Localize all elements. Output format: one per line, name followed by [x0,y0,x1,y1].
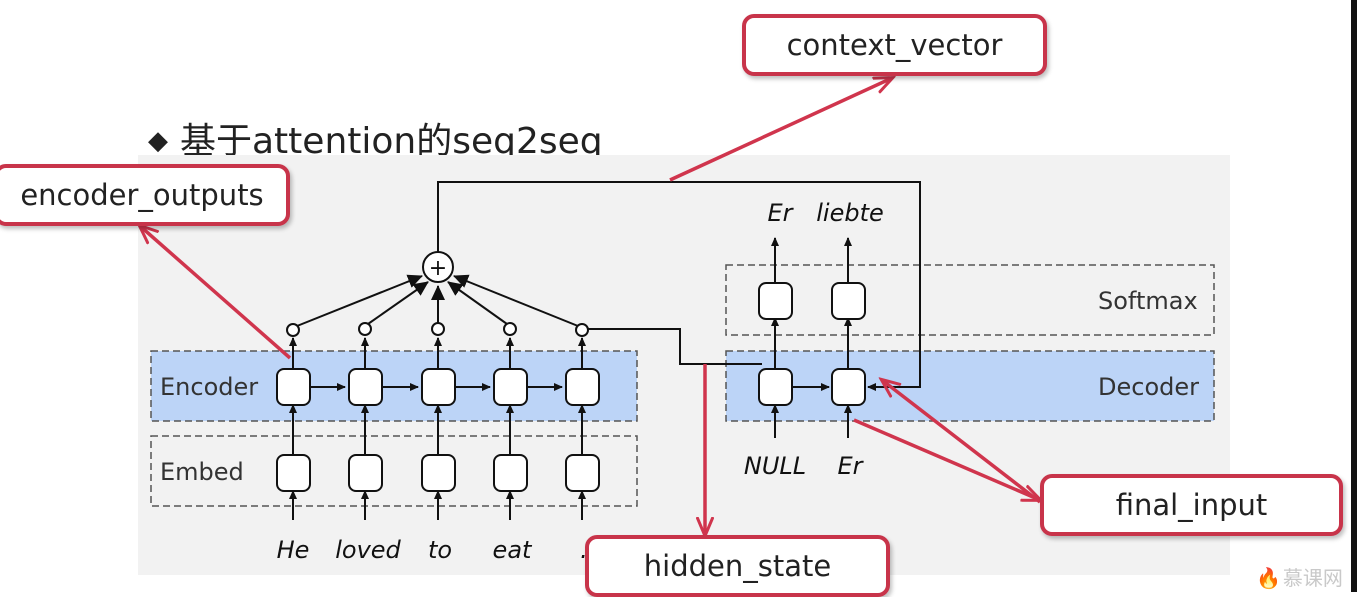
encoder-cell [421,368,456,406]
input-word: He [277,536,310,564]
decoder-label: Decoder [1098,373,1199,401]
attention-weight-node [286,323,300,337]
softmax-label: Softmax [1098,287,1198,315]
context-vector-callout: context_vector [742,14,1047,76]
embed-label: Embed [160,458,244,486]
decoder-input-word: Er [837,452,864,480]
final-input-arrow-1 [882,380,1042,504]
encoder-label: Encoder [160,373,258,401]
final-input-arrow-2 [853,418,1040,500]
attention-weight-node [431,322,445,336]
encoder-cell [565,368,600,406]
embed-cell [421,454,456,492]
embed-cell [493,454,528,492]
embed-cell [276,454,311,492]
embed-cell [348,454,383,492]
input-word: . [580,536,588,564]
encoder-outputs-arrow [140,226,292,360]
decoder-input-word: NULL [744,452,806,480]
input-word: loved [335,536,401,564]
encoder-outputs-callout: encoder_outputs [0,164,290,226]
input-word: to [428,536,452,564]
attention-weight-node [575,323,589,337]
encoder-cell [276,368,311,406]
softmax-cell [758,282,793,320]
softmax-layer [725,264,1215,336]
softmax-cell [831,282,866,320]
attention-weight-node [358,322,372,336]
hidden-state-callout: hidden_state [585,535,890,597]
decoder-output-word: Er [767,199,794,227]
input-word: eat [493,536,533,564]
watermark-text: 慕课网 [1282,566,1343,590]
watermark: 🔥慕课网 [1256,562,1343,591]
sum-node [422,251,454,283]
decoder-cell [831,368,866,406]
edge-strip [1351,0,1357,592]
decoder-cell [758,368,793,406]
embed-layer [150,435,638,507]
final-input-callout: final_input [1040,474,1343,536]
decoder-output-word: liebte [816,199,884,227]
encoder-cell [348,368,383,406]
flame-icon: 🔥 [1256,566,1281,590]
bullet-diamond-icon: ◆ [148,126,168,156]
encoder-cell [493,368,528,406]
attention-weight-node [503,322,517,336]
embed-cell [565,454,600,492]
sum-symbol: + [429,256,447,281]
white-blob [1235,410,1305,470]
context-vector-arrow [669,78,892,182]
